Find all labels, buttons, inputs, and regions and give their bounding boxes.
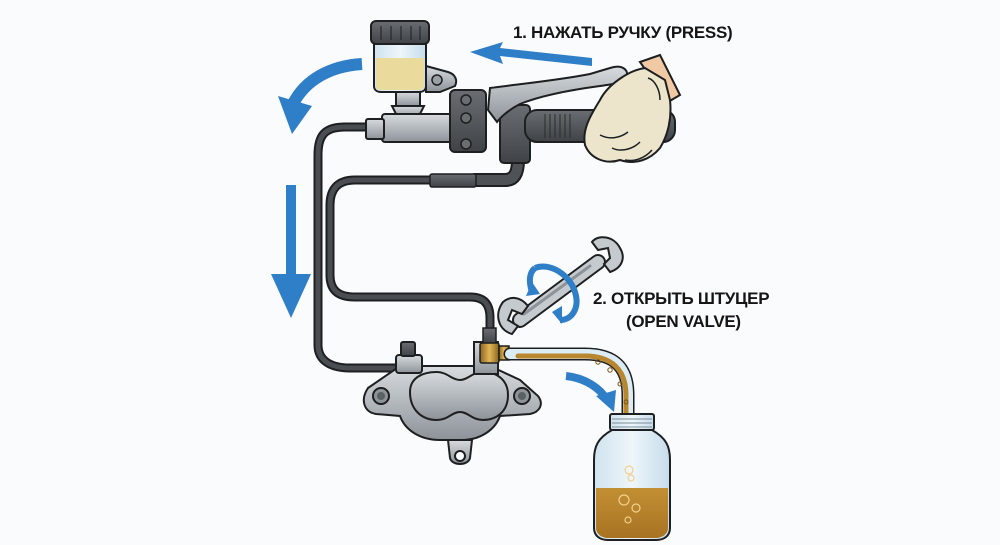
brake-caliper xyxy=(362,341,542,465)
caliper-banjo-bolt xyxy=(395,341,423,374)
bleed-tube xyxy=(503,347,635,477)
step-2-label: 2. ОТКРЫТЬ ШТУЦЕР xyxy=(593,289,770,308)
flow-arrow-to-jar xyxy=(565,372,616,412)
press-arrow xyxy=(470,42,592,66)
step-1-label: 1. НАЖАТЬ РУЧКУ (PRESS) xyxy=(513,23,733,42)
rotate-arrow-icon xyxy=(526,263,580,324)
gloved-hand xyxy=(583,53,682,163)
flow-arrow-curved xyxy=(278,58,363,134)
hose-fitting xyxy=(429,173,477,188)
collection-jar xyxy=(593,413,671,541)
brake-hose xyxy=(313,122,525,373)
flow-arrow-down xyxy=(271,185,311,318)
jar-bubbles xyxy=(618,465,641,524)
bleed-valve[interactable] xyxy=(479,327,510,364)
master-cylinder-reservoir xyxy=(370,20,458,119)
fluid-bubbles xyxy=(595,359,629,405)
wrench[interactable] xyxy=(497,236,624,336)
step-2-sublabel: (OPEN VALVE) xyxy=(626,312,741,331)
